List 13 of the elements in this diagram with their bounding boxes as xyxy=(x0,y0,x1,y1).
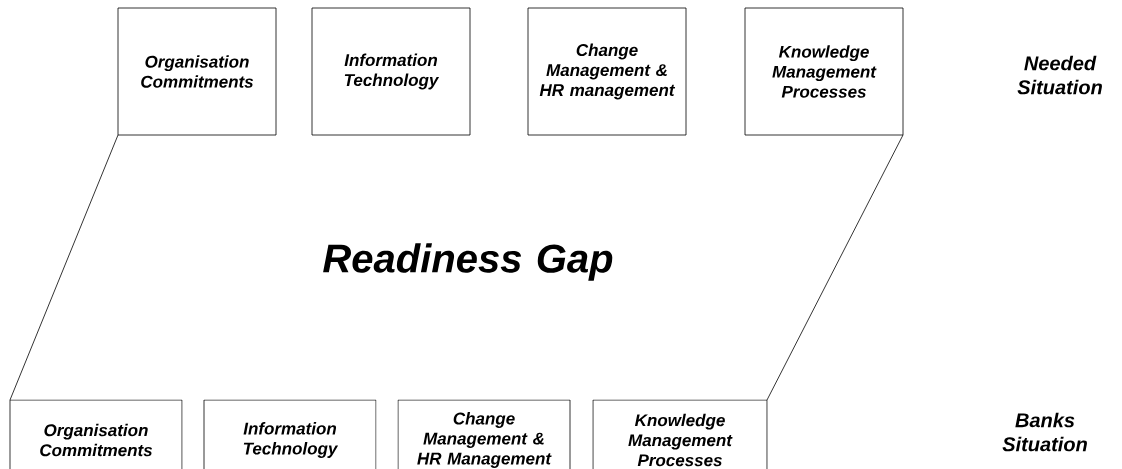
process-box: Information Technology xyxy=(203,399,377,469)
heading: Needed Situation xyxy=(1017,55,1102,95)
heading: Banks Situation xyxy=(1002,412,1087,452)
process-box: Knowledge Management Processes xyxy=(744,7,904,136)
process-box: Change Management & HR Management xyxy=(397,399,571,469)
process-box: Organisation Commitments xyxy=(117,7,277,136)
process-box: Knowledge Management Processes xyxy=(592,399,768,469)
connector-line xyxy=(766,134,904,401)
process-box: Change Management & HR management xyxy=(527,7,687,136)
connector-line xyxy=(9,134,119,401)
heading: Readiness Gap xyxy=(323,243,613,281)
process-box: Information Technology xyxy=(311,7,471,136)
process-box: Organisation Commitments xyxy=(9,399,183,469)
